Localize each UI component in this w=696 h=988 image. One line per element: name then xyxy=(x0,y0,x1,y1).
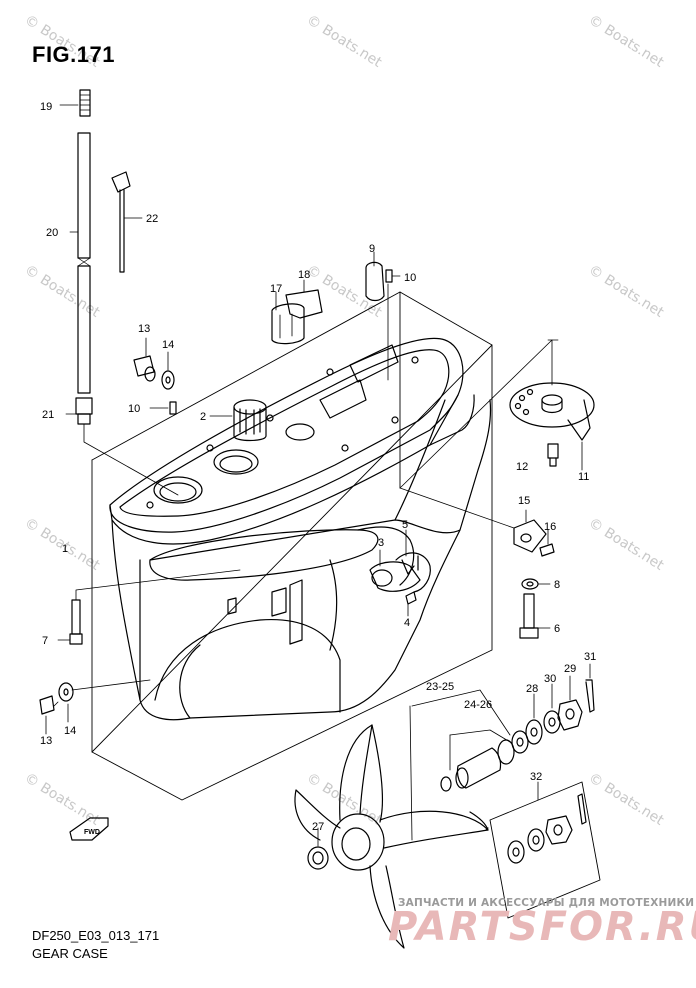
callout-18: 18 xyxy=(298,269,310,281)
callout-8: 8 xyxy=(554,579,560,591)
trim-tab xyxy=(399,339,595,489)
callout-32: 32 xyxy=(530,771,542,783)
callout-6: 6 xyxy=(554,623,560,635)
cover-part xyxy=(365,251,401,381)
gear-case-housing xyxy=(109,337,492,721)
callout-2: 2 xyxy=(200,411,206,423)
fitting-part xyxy=(65,397,179,496)
bolt-7 xyxy=(57,569,241,645)
callout-17: 17 xyxy=(270,283,282,295)
dowel-pin-left xyxy=(149,401,177,415)
callout-24-26: 24-26 xyxy=(464,699,492,711)
brand-tagline: ЗАПЧАСТИ И АКСЕССУАРЫ ДЛЯ МОТОТЕХНИКИ xyxy=(398,897,695,909)
drive-shaft xyxy=(69,132,91,394)
drain-plug-upper xyxy=(133,337,175,390)
callout-1: 1 xyxy=(62,543,68,555)
callout-20: 20 xyxy=(46,227,58,239)
prop-nut-set xyxy=(525,663,595,745)
callout-14-lower: 14 xyxy=(64,725,76,737)
spline-part xyxy=(59,89,91,117)
callout-31: 31 xyxy=(584,651,596,663)
callout-4: 4 xyxy=(404,617,410,629)
callout-3: 3 xyxy=(378,537,384,549)
propeller xyxy=(294,724,489,949)
callout-16: 16 xyxy=(544,521,556,533)
callout-13-upper: 13 xyxy=(138,323,150,335)
cable-tie xyxy=(111,171,143,273)
nut-kit xyxy=(489,781,601,919)
callout-15: 15 xyxy=(518,495,530,507)
callout-19: 19 xyxy=(40,101,52,113)
figure-title: FIG.171 xyxy=(32,42,115,67)
callout-5: 5 xyxy=(402,519,408,531)
callout-10-top: 10 xyxy=(404,272,416,284)
speedometer-pickup xyxy=(369,529,431,617)
fwd-arrow-icon: FWD xyxy=(69,817,109,841)
bolt-washer xyxy=(519,578,551,639)
callout-7: 7 xyxy=(42,635,48,647)
callout-27: 27 xyxy=(312,821,324,833)
drain-plug-lower xyxy=(39,679,151,735)
thrust-bushing xyxy=(409,689,529,841)
housing-box-lines xyxy=(91,291,493,801)
model-code: DF250_E03_013_171 xyxy=(32,928,160,943)
svg-text:FWD: FWD xyxy=(84,829,100,836)
callout-11: 11 xyxy=(578,471,589,483)
brand-logo: PARTSFOR.RU xyxy=(388,904,696,950)
callout-28: 28 xyxy=(526,683,538,695)
callout-13-lower: 13 xyxy=(40,735,52,747)
callout-21: 21 xyxy=(42,409,54,421)
water-inlet-cover xyxy=(271,279,323,345)
callout-9: 9 xyxy=(369,243,375,255)
section-name: GEAR CASE xyxy=(32,946,108,961)
callout-30: 30 xyxy=(544,673,556,685)
callout-14-upper: 14 xyxy=(162,339,174,351)
anode xyxy=(399,487,555,557)
callout-12: 12 xyxy=(516,461,528,473)
callout-10-left: 10 xyxy=(128,403,140,415)
callout-22: 22 xyxy=(146,213,158,225)
callout-29: 29 xyxy=(564,663,576,675)
callout-23-25: 23-25 xyxy=(426,681,454,693)
